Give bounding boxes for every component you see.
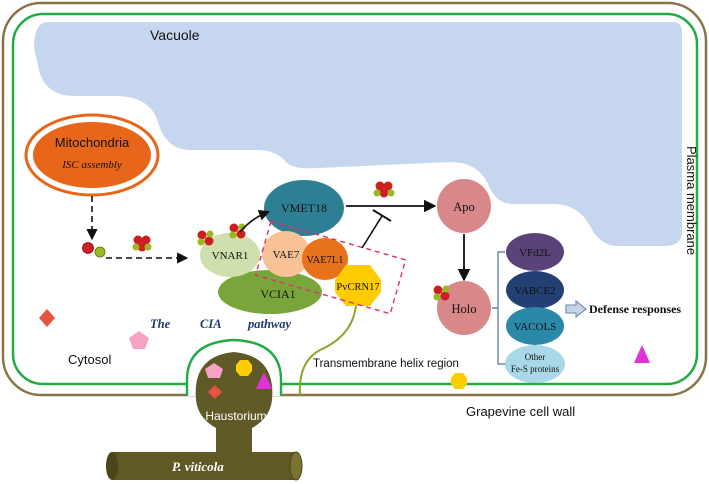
plasma-membrane (11, 12, 699, 386)
haustorium-effector-pentagon-icon (205, 363, 223, 378)
apo-label: Apo (453, 200, 475, 214)
effector-triangle-icon (634, 345, 650, 363)
defense-arrow-icon (565, 299, 587, 319)
vacuole-label: Vacuole (150, 27, 200, 43)
cytosol-label: Cytosol (68, 352, 111, 367)
cia-word-the: The (150, 317, 171, 331)
pathogen-hypha (112, 452, 296, 480)
holo-protein (437, 281, 491, 335)
haustorium-label: Haustorium (205, 409, 266, 423)
target-bracket (492, 251, 505, 365)
plasma-membrane-label: Plasma membrane (684, 146, 699, 255)
pathogen-species-label: P. viticola (172, 459, 224, 474)
holo-label: Holo (452, 302, 477, 316)
hypha-end-right (289, 451, 303, 481)
vnar1-protein (200, 233, 260, 277)
cia-word-pathway: pathway (247, 317, 292, 331)
vfd2l-protein (506, 233, 564, 271)
vae7-protein (262, 231, 310, 277)
other-fes-label-line2: Fe-S proteins (511, 364, 560, 374)
vacols-protein (506, 307, 564, 345)
pvcrn17-label: PvCRN17 (336, 282, 379, 293)
inhibition-bar (372, 209, 392, 222)
vnar1-to-vmet18-arrow (239, 209, 271, 233)
other-fes-proteins (505, 345, 565, 383)
vae7-label: VAE7 (273, 249, 300, 261)
fe-s-cluster-icon (197, 230, 214, 246)
transmembrane-helix-label: Transmembrane helix region (313, 358, 459, 370)
cia-word-cia: CIA (200, 317, 222, 331)
vnar1-label: VNAR1 (212, 250, 249, 262)
fe-s-atoms-icon (82, 242, 106, 258)
vacuole (34, 22, 682, 246)
fe-s-cluster-icon (132, 235, 152, 252)
vabce2-protein (506, 271, 564, 309)
vmet18-protein (264, 180, 344, 236)
vcia1-label: VCIA1 (260, 287, 295, 301)
transmembrane-helix-line (298, 305, 357, 396)
effector-octagon-icon (451, 373, 467, 389)
defense-responses-label: Defense responses (589, 302, 681, 316)
other-fes-label-line1: Other (525, 352, 546, 362)
fe-s-cluster-icon (373, 181, 395, 198)
vmet18-label: VMET18 (281, 201, 327, 215)
apo-protein (437, 179, 491, 233)
cell-wall-label: Grapevine cell wall (466, 404, 575, 419)
inhibition-line (361, 215, 383, 249)
effector-diamond-icon (39, 309, 55, 327)
mitochondria (33, 122, 151, 188)
interaction-box (254, 220, 407, 315)
haustorium-effector-octagon-icon (236, 360, 252, 376)
hypha-end-left (106, 452, 118, 480)
haustorium-effector-triangle-icon (256, 372, 272, 389)
vfd2l-label: VFd2L (519, 247, 551, 259)
pvcrn17-protein (335, 265, 381, 306)
vacols-label: VACOLS (514, 321, 557, 333)
haustorium (195, 352, 273, 452)
vcia1-protein (218, 270, 322, 314)
vae7l1-protein (302, 238, 348, 280)
fe-s-cluster-icon (433, 285, 450, 301)
fe-s-cluster-icon (229, 223, 246, 239)
mitochondria-title: Mitochondria (55, 135, 130, 150)
mitochondria-subtitle: ISC assembly (61, 159, 122, 171)
effector-pentagon-icon (129, 331, 149, 349)
haustorium-effector-diamond-icon (208, 385, 222, 399)
vae7l1-label: VAE7L1 (306, 255, 343, 266)
vabce2-label: VABCE2 (514, 285, 555, 297)
